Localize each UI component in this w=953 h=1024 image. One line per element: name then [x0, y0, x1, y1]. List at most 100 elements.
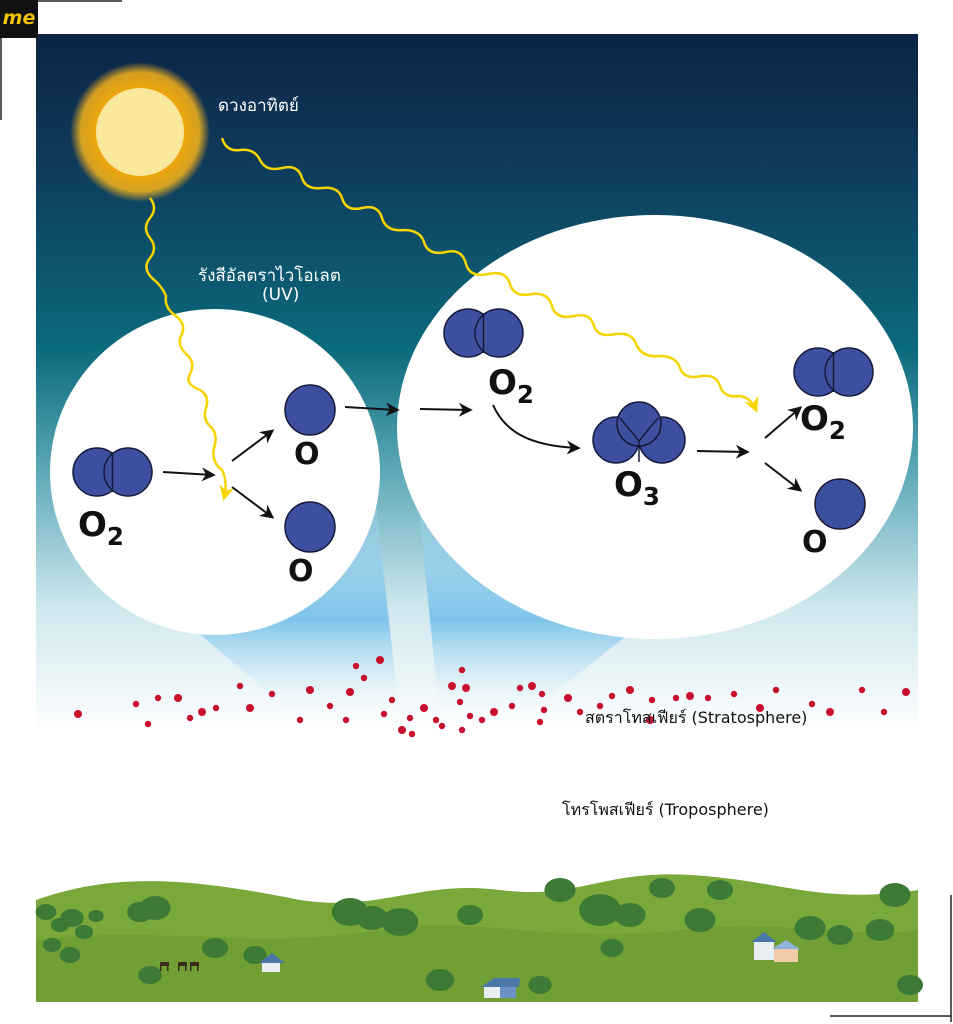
ozone-dot	[686, 692, 694, 700]
ozone-dot	[458, 726, 466, 734]
ozone-dot	[730, 690, 738, 698]
ozone-dot	[564, 694, 572, 702]
ozone-dot	[154, 694, 162, 702]
right-o2-molecule-out	[793, 347, 874, 397]
house-3	[751, 932, 800, 962]
ozone-dot	[880, 708, 888, 716]
ozone-dot	[540, 706, 548, 714]
ozone-dot	[596, 702, 604, 710]
ozone-dot	[406, 714, 414, 722]
arrow-o3-split-up	[764, 406, 803, 439]
ozone-dot	[704, 694, 712, 702]
ozone-dot	[528, 682, 536, 690]
house-2	[481, 978, 520, 998]
ozone-dot	[144, 720, 152, 728]
left-o-bottom-label: O	[288, 554, 314, 589]
ozone-dot	[212, 704, 220, 712]
left-o-top-label: O	[294, 437, 320, 472]
ozone-dot	[360, 674, 368, 682]
sun-label: ดวงอาทิตย์	[218, 96, 299, 116]
ozone-dot	[478, 716, 486, 724]
ozone-dot	[672, 694, 680, 702]
tree	[707, 880, 733, 900]
ozone-dot	[376, 656, 384, 664]
ozone-dot	[772, 686, 780, 694]
sun-core	[96, 88, 184, 176]
ozone-dot	[268, 690, 276, 698]
ozone-dot	[352, 662, 360, 670]
ozone-dot	[186, 714, 194, 722]
ozone-dot	[648, 696, 656, 704]
tree	[425, 969, 455, 991]
ozone-dot	[174, 694, 182, 702]
arrow-o-to-right-bubble-2	[419, 402, 473, 417]
tree	[879, 883, 911, 907]
ozone-dot	[388, 696, 396, 704]
ozone-dot	[462, 684, 470, 692]
ozone-dot	[516, 684, 524, 692]
ozone-dot	[808, 700, 816, 708]
arrow-o3-split-down	[764, 462, 803, 492]
ozone-dot	[132, 700, 140, 708]
tree	[59, 947, 81, 963]
arrow-split-up	[231, 429, 275, 462]
right-o-atom-out	[814, 478, 866, 530]
tree	[457, 905, 483, 925]
right-o3-label: O3	[614, 465, 660, 511]
ozone-dot	[490, 708, 498, 716]
tree	[794, 916, 826, 940]
tree	[356, 906, 388, 930]
left-o2-label: O2	[78, 505, 124, 551]
ozone-dot	[236, 682, 244, 690]
tree	[544, 878, 576, 902]
arrow-split-down	[231, 486, 275, 519]
tree	[88, 910, 104, 922]
ozone-dot	[626, 686, 634, 694]
tree	[243, 946, 267, 964]
tree	[649, 878, 675, 898]
ozone-dot	[508, 702, 516, 710]
right-o2-in-label: O2	[488, 363, 534, 409]
tree	[42, 938, 62, 952]
ozone-dots	[74, 656, 910, 738]
ozone-dot	[902, 688, 910, 696]
ozone-dot	[438, 722, 446, 730]
ozone-dot	[576, 708, 584, 716]
horses	[160, 962, 199, 971]
right-o2-molecule-in	[443, 308, 524, 358]
ozone-dot	[858, 686, 866, 694]
left-o2-molecule	[72, 447, 153, 497]
left-o-atom-top	[284, 384, 336, 436]
uv-ray-left	[144, 197, 235, 501]
tree	[897, 975, 923, 995]
ozone-dot	[432, 716, 440, 724]
hills-shade	[36, 925, 918, 1002]
uv-label-line1: รังสีอัลตราไวโอเลต	[198, 266, 341, 286]
arrow-o2-to-o3	[492, 404, 581, 455]
ozone-dot	[306, 686, 314, 694]
ozone-dot	[756, 704, 764, 712]
ozone-dot	[398, 726, 406, 734]
trees	[35, 878, 923, 995]
ozone-dot	[326, 702, 334, 710]
tree	[138, 966, 162, 984]
tree	[579, 894, 621, 926]
right-o-out-label: O	[802, 525, 828, 560]
arrow-o-to-right-bubble-1	[344, 402, 400, 417]
tree	[60, 909, 84, 927]
tree	[74, 925, 94, 939]
tree	[381, 908, 419, 936]
stratosphere-label: สตราโทสเฟียร์ (Stratosphere)	[585, 708, 808, 727]
brand-logo: me	[0, 0, 38, 38]
tree	[600, 939, 624, 957]
ozone-dot	[246, 704, 254, 712]
tree	[827, 925, 853, 945]
tree	[139, 896, 171, 920]
arrow-left-o2-to-split	[162, 467, 216, 482]
ozone-dot	[646, 716, 654, 724]
uv-ray-right	[220, 137, 759, 413]
tree	[614, 903, 646, 927]
ozone-dot	[608, 692, 616, 700]
right-o3-molecule	[592, 401, 686, 464]
